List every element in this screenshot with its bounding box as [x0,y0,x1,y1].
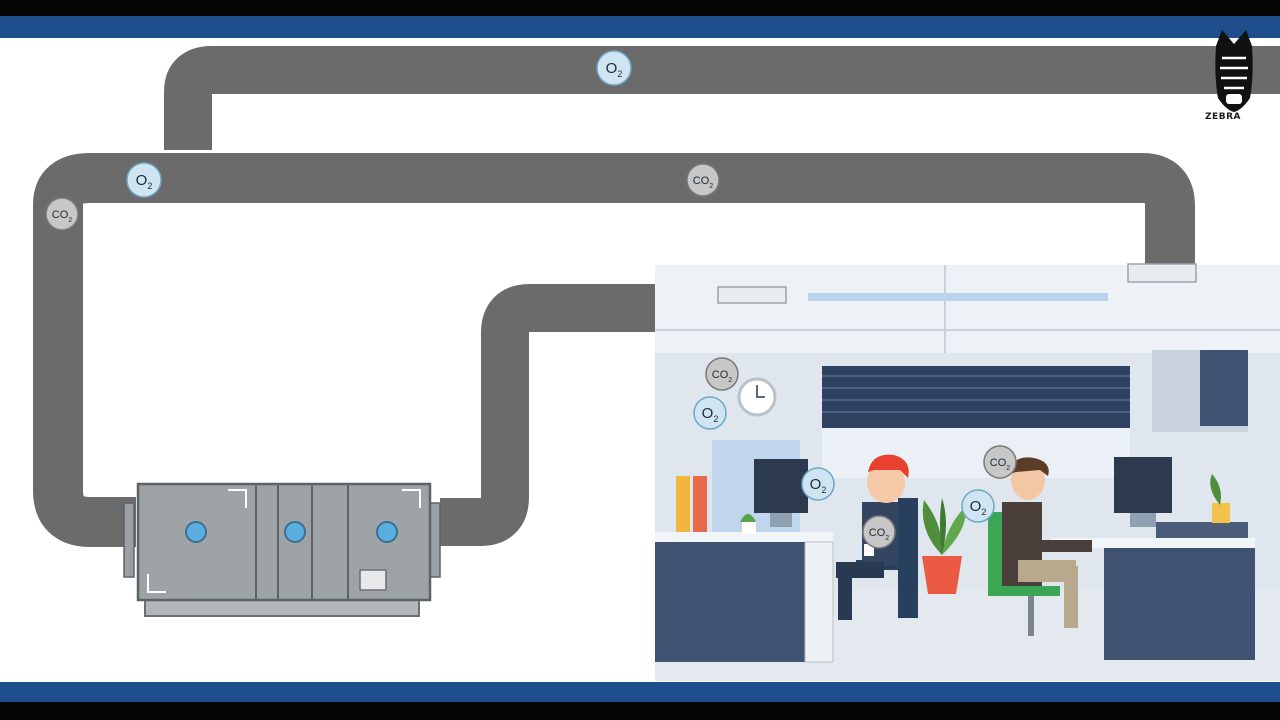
o2-molecule-badge: O2 [693,396,727,430]
chair-back [988,512,1002,596]
co2-badge-circle [983,445,1017,479]
o2-formula-label: O2 [970,498,987,517]
co2-badge-circle [686,163,720,197]
desk-cabinet [655,542,805,662]
desk-cabinet [1104,548,1255,660]
return-duct-loop [33,153,1195,547]
office-worker-right [988,457,1092,636]
ceiling-vent-diffuser [1127,263,1197,283]
co2-formula-label: CO2 [52,209,73,224]
desk-plant [740,514,756,522]
leg [838,572,852,620]
air-handling-unit [123,482,441,617]
ahu-panel-corner [402,489,421,508]
ahu-porthole [185,521,207,543]
chair-post [1028,596,1034,636]
brown-hair [1010,457,1049,476]
brand-name: ZEBRA [1205,112,1241,122]
leg [1064,566,1078,628]
coffee-cup [864,544,874,556]
ahu-nameplate [359,569,387,591]
arm [1040,540,1092,552]
o2-formula-label: O2 [702,405,719,424]
monitor-stand [1130,513,1156,527]
clock-hands [756,385,765,398]
co2-molecule-badge: CO2 [983,445,1017,479]
o2-molecule-badge: O2 [801,467,835,501]
top-black-band [0,0,1280,16]
chair-seat [996,586,1060,596]
co2-molecule-badge: CO2 [705,357,739,391]
o2-formula-label: O2 [606,60,623,79]
duct-network [33,46,1280,547]
o2-badge-circle [961,489,995,523]
ahu-panel-corner [228,489,247,508]
bottom-black-band [0,702,1280,720]
co2-formula-label: CO2 [990,457,1011,472]
potted-plant [922,498,967,594]
o2-badge-circle [693,396,727,430]
wall-cabinet-door [1200,350,1248,426]
o2-molecule-badge: O2 [596,50,632,86]
o2-molecule-badge: O2 [126,162,162,198]
co2-molecule-badge: CO2 [862,515,896,549]
o2-molecule-badge: O2 [961,489,995,523]
zebra-logo [1215,30,1253,112]
ahu-right-flange [429,502,441,578]
co2-badge-circle [45,197,79,231]
co2-formula-label: CO2 [693,175,714,190]
zebra-stripes [1220,56,1248,90]
desk-drawers [804,541,834,663]
supply-duct-office [440,284,660,546]
co2-badge-circle [862,515,896,549]
o2-badge-circle [801,467,835,501]
o2-badge-circle [126,162,162,198]
co2-badge-circle [705,357,739,391]
ceiling-vent-diffuser [717,286,787,304]
ahu-left-flange [123,502,135,578]
chair-back [898,498,918,618]
desk-printer [1156,522,1248,538]
desk-top [1050,538,1255,548]
co2-formula-label: CO2 [712,369,733,384]
binder [693,476,707,534]
monitor [754,459,808,513]
co2-molecule-badge: CO2 [686,163,720,197]
desk-top [655,532,833,542]
co2-formula-label: CO2 [869,527,890,542]
ceiling-light-panel [808,293,1108,301]
o2-formula-label: O2 [136,172,153,191]
office-worker-left [836,454,918,620]
zebra-head-icon [1215,30,1253,112]
ahu-porthole [376,521,398,543]
face [867,461,905,503]
ahu-porthole [284,521,306,543]
supply-duct-top [164,46,1280,150]
plant-pot [742,522,756,534]
zebra-muzzle [1226,94,1242,104]
red-hair [868,454,909,478]
o2-badge-circle [596,50,632,86]
plant-pot [1212,503,1230,523]
office-scene [655,263,1280,681]
blind-slats [822,375,1130,413]
monitor [1114,457,1172,513]
binder [676,476,690,534]
desk-plant [1210,474,1221,505]
ahu-panel-corner [147,574,166,593]
o2-formula-label: O2 [810,476,827,495]
top-blue-banner [0,16,1280,38]
co2-molecule-badge: CO2 [45,197,79,231]
trousers [1018,560,1076,582]
bottom-blue-banner [0,682,1280,702]
monitor-stand [770,513,792,527]
